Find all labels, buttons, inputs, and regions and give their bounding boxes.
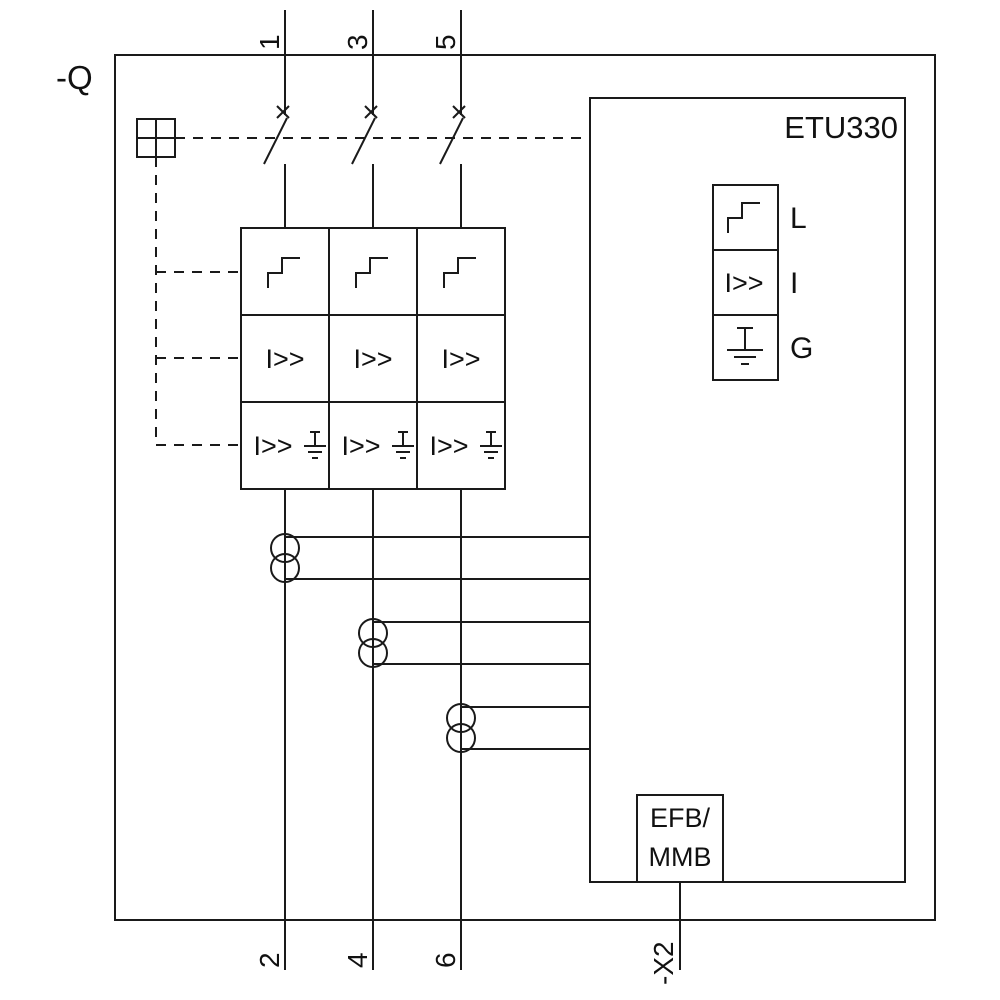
efb-label-line2: MMB [649, 842, 712, 872]
efb-mmb-module: EFB/ MMB [636, 794, 724, 883]
ct3-winding-circle [446, 703, 476, 733]
terminal-label-4: 4 [342, 952, 373, 968]
current-transformer-2 [358, 618, 590, 668]
phase-1-conductor [263, 10, 590, 970]
protection-legend: L I>> I G [712, 184, 813, 381]
terminal-label-6: 6 [430, 952, 461, 968]
phase-2-conductor [351, 10, 590, 970]
ct3-winding-circle [446, 723, 476, 753]
contact-cross-icon [276, 105, 290, 119]
ground-fault-symbol-text: I>> [341, 431, 380, 461]
legend-instantaneous-label: I [790, 267, 798, 300]
trip-linkage [155, 137, 590, 446]
terminal-label-3: 3 [342, 34, 373, 50]
connector-label-x2: -X2 [648, 941, 679, 985]
current-transformer-3 [446, 703, 590, 753]
phase-3-conductor [439, 10, 590, 970]
etu-frame [589, 97, 906, 883]
instantaneous-symbol-text: I>> [353, 344, 392, 374]
trip-unit-box: ETU330 L I>> I G EFB/ MMB [589, 97, 906, 883]
long-time-curve-icon [355, 257, 388, 288]
contact-blade [263, 117, 288, 165]
ct1-winding-circle [270, 553, 300, 583]
ground-fault-cell-2: I>> [341, 431, 414, 461]
ct1-winding-circle [270, 533, 300, 563]
legend-frame [712, 184, 779, 381]
legend-long-time-label: L [790, 202, 807, 235]
terminal-label-1: 1 [254, 34, 285, 50]
ct2-winding-circle [358, 618, 388, 648]
terminal-label-2: 2 [254, 952, 285, 968]
ct2-winding-circle [358, 638, 388, 668]
ground-fault-cell-3: I>> [429, 431, 502, 461]
instantaneous-symbol-text: I>> [441, 344, 480, 374]
current-transformer-1 [270, 533, 590, 583]
instantaneous-symbol-text: I>> [724, 268, 763, 298]
long-time-curve-icon [267, 257, 300, 288]
main-enclosure-box [114, 54, 936, 921]
contact-cross-icon [364, 105, 378, 119]
operating-mechanism-icon [136, 118, 176, 158]
device-label: -Q [56, 59, 93, 96]
efb-label-line1: EFB/ [650, 803, 711, 833]
contact-blade [351, 117, 376, 165]
breaker-contact-3 [439, 105, 466, 165]
long-time-curve-icon [443, 257, 476, 288]
legend-ground-fault-label: G [790, 332, 813, 365]
ground-fault-symbol-text: I>> [429, 431, 468, 461]
protection-grid-frame [240, 227, 506, 490]
contact-cross-icon [452, 105, 466, 119]
contact-blade [439, 117, 464, 165]
trip-unit-label: ETU330 [784, 110, 898, 145]
earth-icon [727, 327, 763, 365]
terminal-label-5: 5 [430, 34, 461, 50]
instantaneous-symbol-text: I>> [265, 344, 304, 374]
long-time-curve-icon [727, 202, 760, 233]
breaker-contact-2 [351, 105, 378, 165]
protection-grid: I>> I>> I>> I>> I>> I>> [240, 227, 506, 490]
ground-fault-cell-1: I>> [253, 431, 326, 461]
ground-fault-symbol-text: I>> [253, 431, 292, 461]
breaker-contact-1 [263, 105, 290, 165]
